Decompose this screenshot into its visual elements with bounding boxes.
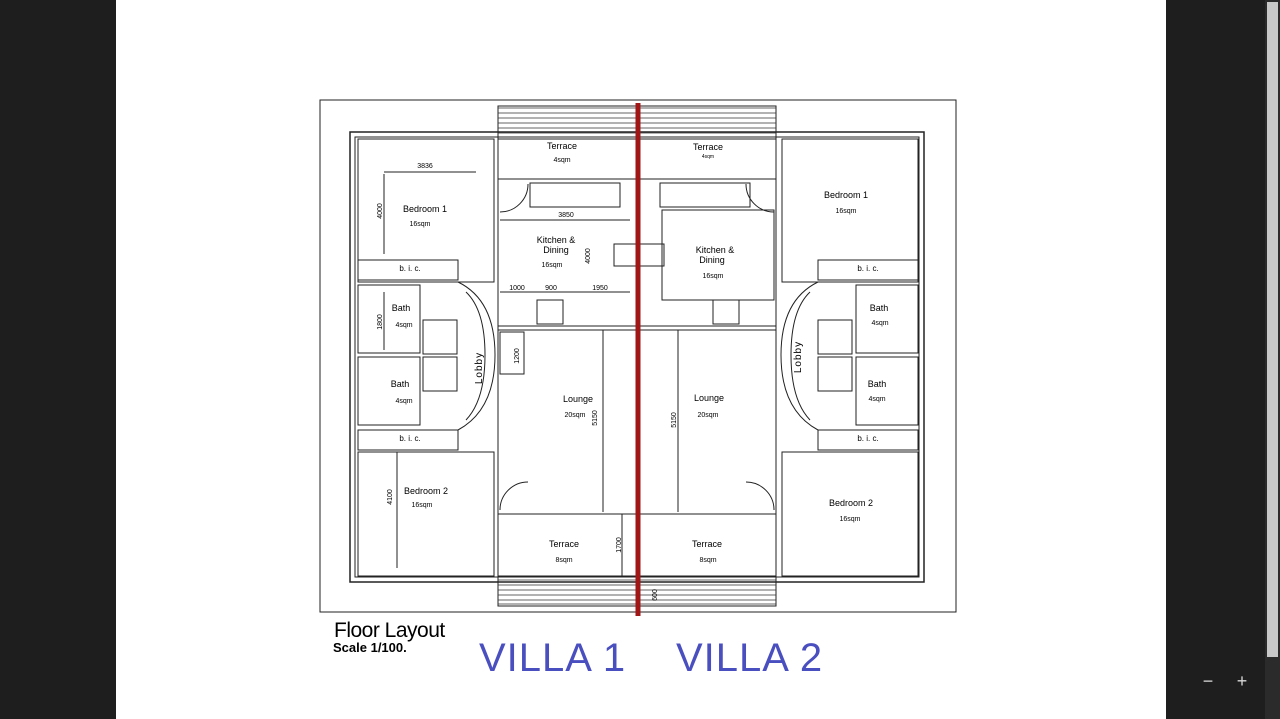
- v1-lobby-curve: [457, 281, 496, 431]
- dim-1800: 1800: [377, 314, 384, 330]
- v1-kitchen-door: [499, 183, 529, 213]
- dim-4000: 4000: [377, 203, 384, 219]
- v2-bedroom2-name: Bedroom 2: [829, 498, 873, 508]
- v2-bedroom1-name: Bedroom 1: [824, 190, 868, 200]
- v1-kitchen-name-1: Kitchen &: [537, 235, 576, 245]
- scrollbar-thumb[interactable]: [1267, 2, 1278, 657]
- v1-bath2-room: [357, 356, 421, 426]
- dim-3850: 3850: [558, 212, 574, 219]
- dim-1200: 1200: [514, 348, 521, 364]
- document-page: [116, 0, 1166, 719]
- v2-bath1-name: Bath: [870, 303, 889, 313]
- plan-scale: Scale 1/100.: [333, 640, 407, 655]
- dim-600: 600: [652, 589, 659, 601]
- v2-door-swing: [745, 481, 775, 511]
- dim-1950: 1950: [592, 285, 608, 292]
- v2-lobby-label: Lobby: [793, 341, 804, 373]
- v2-kitchen-area: 16sqm: [702, 273, 723, 280]
- v1-bath1-room: [357, 284, 421, 354]
- v2-kitchen-door: [745, 183, 775, 213]
- v2-lobby-curve-inner: [790, 291, 811, 421]
- v2-bic-top: b. i. c.: [857, 264, 878, 273]
- v2-bath1-room: [855, 284, 919, 354]
- v1-bic-top: b. i. c.: [399, 264, 420, 273]
- villa-2-label: VILLA 2: [676, 636, 824, 680]
- dim-3836: 3836: [417, 163, 433, 170]
- vertical-scrollbar[interactable]: [1265, 0, 1280, 719]
- v2-lobby-curve: [780, 281, 819, 431]
- v2-bedroom1-room: [781, 138, 919, 283]
- v2-kitchen-area: [661, 209, 775, 301]
- v1-bedroom2-name: Bedroom 2: [404, 486, 448, 496]
- v1-terrace-bottom-area: 8sqm: [555, 557, 572, 564]
- v2-shower2: [817, 356, 853, 392]
- v1-kitchen-area: 16sqm: [541, 262, 562, 269]
- v2-fridge: [712, 299, 740, 325]
- v2-lounge-name: Lounge: [694, 393, 724, 403]
- v2-terrace-top-name: Terrace: [693, 142, 723, 152]
- v1-shower2: [422, 356, 458, 392]
- v2-bic-top-box: [817, 259, 919, 281]
- zoom-out-button[interactable]: −: [1202, 671, 1214, 691]
- v1-bic-top-box: [357, 259, 459, 281]
- dim-4100: 4100: [387, 489, 394, 505]
- v1-bath2-area: 4sqm: [395, 398, 412, 405]
- v1-terrace-top-name: Terrace: [547, 141, 577, 151]
- v2-bath2-name: Bath: [868, 379, 887, 389]
- v1-terrace-bottom-name: Terrace: [549, 539, 579, 549]
- v2-shower1: [817, 319, 853, 355]
- dim-5150-v1: 5150: [592, 410, 599, 426]
- v1-kitchen-counter: [529, 182, 621, 208]
- dim-1700: 1700: [616, 537, 623, 553]
- v1-terrace-top-area: 4sqm: [553, 157, 570, 164]
- v2-kitchen-name-2: Dining: [699, 255, 725, 265]
- v1-kitchen-name-2: Dining: [543, 245, 569, 255]
- dim-4000-kitchen: 4000: [585, 248, 592, 264]
- plan-title: Floor Layout: [334, 619, 445, 642]
- v1-lobby-curve-inner: [465, 291, 486, 421]
- v1-bedroom1-name: Bedroom 1: [403, 204, 447, 214]
- v1-door-swing: [499, 481, 529, 511]
- zoom-in-button[interactable]: +: [1236, 671, 1248, 691]
- v2-bath1-area: 4sqm: [871, 320, 888, 327]
- v2-bic-bottom-box: [817, 429, 919, 451]
- v1-bedroom2-area: 16sqm: [411, 502, 432, 509]
- v2-terrace-top-area: 4sqm: [702, 154, 714, 160]
- v2-terrace-bottom-name: Terrace: [692, 539, 722, 549]
- v2-bath2-area: 4sqm: [868, 396, 885, 403]
- v1-bedroom2-room: [357, 451, 495, 577]
- v2-bedroom2-room: [781, 451, 919, 577]
- v2-terrace-bottom-area: 8sqm: [699, 557, 716, 564]
- v1-bath1-name: Bath: [392, 303, 411, 313]
- v2-kitchen-name-1: Kitchen &: [696, 245, 735, 255]
- v1-lounge-area: 20sqm: [564, 412, 585, 419]
- v2-kitchen-counter: [659, 182, 751, 208]
- v1-lounge-name: Lounge: [563, 394, 593, 404]
- dim-5150-v2: 5150: [671, 412, 678, 428]
- v1-fridge: [536, 299, 564, 325]
- v1-bath2-name: Bath: [391, 379, 410, 389]
- v2-bic-bottom: b. i. c.: [857, 434, 878, 443]
- villa-1-label: VILLA 1: [479, 636, 627, 680]
- dim-900: 900: [545, 285, 557, 292]
- v2-bedroom2-area: 16sqm: [839, 516, 860, 523]
- v1-bedroom1-area: 16sqm: [409, 221, 430, 228]
- v1-bath1-area: 4sqm: [395, 322, 412, 329]
- v1-lounge-niche: [499, 331, 525, 375]
- v2-lounge-area: 20sqm: [697, 412, 718, 419]
- v1-lobby-label: Lobby: [474, 352, 485, 384]
- v1-shower1: [422, 319, 458, 355]
- v2-bedroom1-area: 16sqm: [835, 208, 856, 215]
- v1-bic-bottom-box: [357, 429, 459, 451]
- v2-bath2-room: [855, 356, 919, 426]
- v1-bic-bottom: b. i. c.: [399, 434, 420, 443]
- dim-1000: 1000: [509, 285, 525, 292]
- v1-bedroom1-room: [357, 138, 495, 283]
